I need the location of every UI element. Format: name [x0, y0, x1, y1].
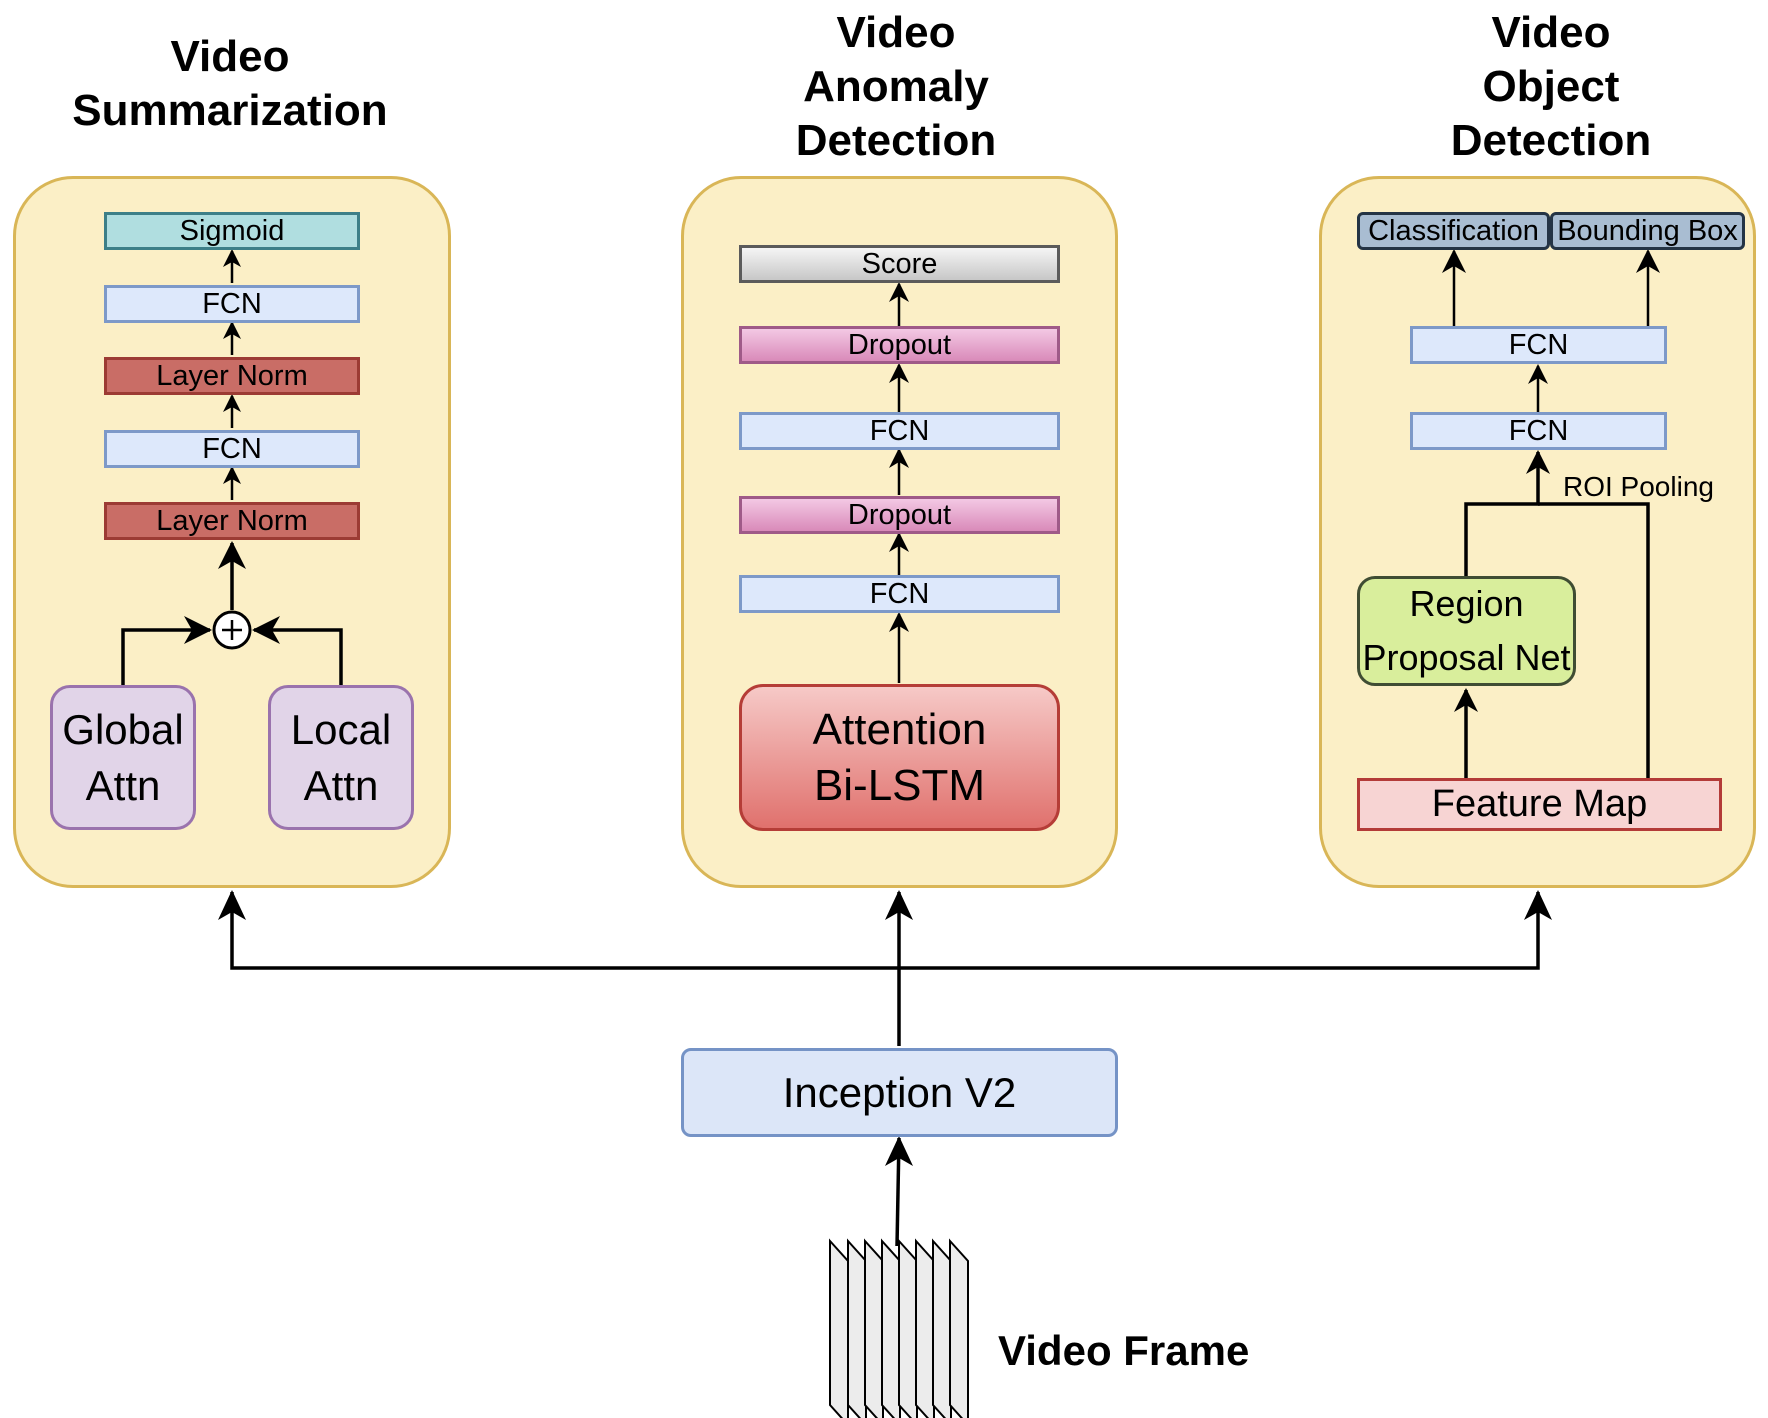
video-frame — [932, 1238, 952, 1418]
arrow-rpn-to-roi — [1464, 452, 1540, 576]
bounding-box-output: Bounding Box — [1550, 212, 1745, 250]
video-frame — [864, 1238, 884, 1418]
dropout-layer-top: Dropout — [739, 326, 1060, 364]
attention-bilstm-block: Attention Bi-LSTM — [739, 684, 1060, 831]
video-frame — [915, 1238, 935, 1418]
fcn-layer-summarization-bottom: FCN — [104, 430, 360, 468]
arrowhead — [184, 616, 212, 644]
arrowhead — [889, 448, 909, 468]
video-frame — [898, 1238, 918, 1418]
video-frame — [881, 1238, 901, 1418]
arrowhead — [218, 541, 246, 569]
arrowhead — [885, 1136, 913, 1166]
arrowhead — [223, 466, 241, 484]
dropout-layer-bottom: Dropout — [739, 496, 1060, 534]
arrow-backbone-to-summarization — [230, 892, 899, 970]
sigmoid-layer: Sigmoid — [104, 212, 360, 250]
fcn-layer-anomaly-top: FCN — [739, 412, 1060, 450]
local-attention-block: Local Attn — [268, 685, 414, 830]
arrowhead — [1454, 688, 1478, 712]
title-video-object-detection: Video Object Detection — [1450, 8, 1652, 165]
inception-v2-backbone: Inception V2 — [681, 1048, 1118, 1137]
global-attention-block: Global Attn — [50, 685, 196, 830]
title-video-summarization: Video Summarization — [72, 32, 388, 135]
arrowhead — [889, 282, 909, 302]
roi-pooling-label: ROI Pooling — [1563, 471, 1714, 502]
video-frame-label: Video Frame — [998, 1327, 1250, 1374]
arrow-local-to-add — [254, 628, 343, 685]
fcn-layer-summarization-top: FCN — [104, 285, 360, 323]
arrowhead — [1442, 249, 1466, 273]
panel-video-object-detection — [1319, 176, 1756, 888]
arrowhead — [223, 249, 241, 267]
layer-norm-bottom: Layer Norm — [104, 502, 360, 540]
video-frame-stack — [829, 1238, 969, 1418]
line-featuremap-to-roi — [1538, 502, 1650, 778]
region-proposal-net-block: Region Proposal Net — [1357, 576, 1576, 686]
arrowhead — [1636, 249, 1660, 273]
layer-norm-top: Layer Norm — [104, 357, 360, 395]
arrowhead — [885, 890, 913, 920]
arrowhead — [889, 363, 909, 383]
arrowhead — [223, 321, 241, 339]
arrowhead — [1526, 450, 1550, 474]
classification-output: Classification — [1357, 212, 1550, 250]
arrowhead — [252, 616, 280, 644]
fcn-layer-object-bottom: FCN — [1410, 412, 1667, 450]
video-frame — [949, 1238, 969, 1418]
feature-map-block: Feature Map — [1357, 778, 1722, 831]
arrowhead — [1528, 364, 1548, 384]
arrowhead — [889, 612, 909, 632]
arrow-global-to-add — [121, 628, 210, 685]
title-video-anomaly-detection: Video Anomaly Detection — [795, 8, 997, 165]
fcn-layer-anomaly-bottom: FCN — [739, 575, 1060, 613]
video-frame — [847, 1238, 867, 1418]
arrowhead — [218, 890, 246, 920]
fcn-layer-object-top: FCN — [1410, 326, 1667, 364]
arrowhead — [223, 394, 241, 412]
arrowhead — [889, 532, 909, 552]
arrow-backbone-to-object — [899, 892, 1540, 970]
score-output: Score — [739, 245, 1060, 283]
video-frame — [829, 1238, 849, 1418]
arrowhead — [1524, 890, 1552, 920]
